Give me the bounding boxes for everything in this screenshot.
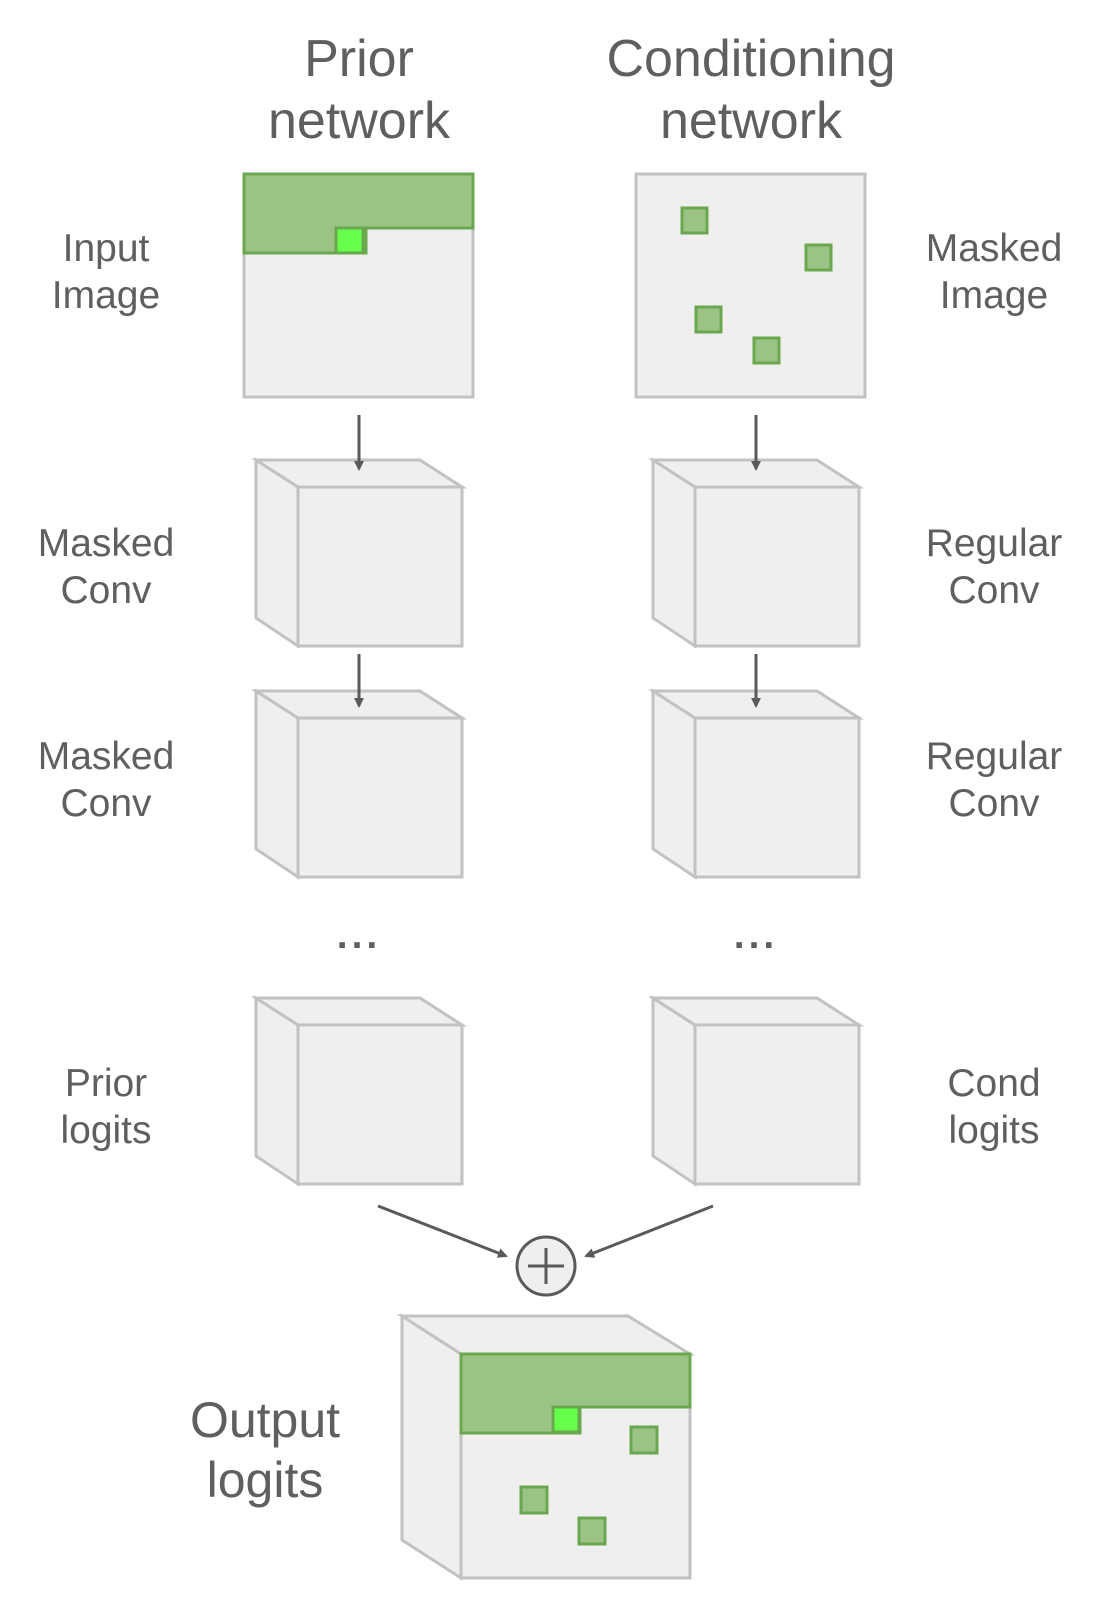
regular-conv-cube-2	[647, 688, 865, 880]
prior-ellipsis: ...	[336, 914, 382, 957]
regular-conv-cube-1	[647, 457, 865, 649]
regular-conv-label-1: Regular Conv	[925, 522, 1063, 612]
masked-region	[242, 172, 475, 255]
observed-pixel	[752, 336, 781, 365]
prior-network-title: Prior network	[267, 30, 451, 150]
masked-conv-label-1: Masked Conv	[37, 522, 175, 612]
output-current-pixel	[551, 1405, 581, 1434]
conditioning-ellipsis: ...	[733, 914, 779, 957]
regular-conv-label-2: Regular Conv	[925, 735, 1063, 825]
cond-logits-cube	[647, 995, 865, 1187]
output-logits-label: Output logits	[189, 1392, 341, 1508]
prior-logits-label: Prior logits	[60, 1062, 152, 1152]
output-observed-pixel	[629, 1425, 659, 1455]
masked-conv-label-2: Masked Conv	[37, 735, 175, 825]
observed-pixel	[680, 206, 709, 235]
prior-logits-cube	[250, 995, 468, 1187]
masked-image-panel	[634, 172, 867, 399]
sum-operator	[515, 1235, 577, 1297]
conditioning-network-title: Conditioning network	[606, 30, 896, 150]
output-observed-pixel	[577, 1516, 607, 1546]
output-logits-cube	[396, 1313, 696, 1581]
input-image-label: Input Image	[51, 227, 161, 317]
observed-pixel	[804, 243, 833, 272]
input-image-panel	[242, 172, 475, 399]
cond-logits-label: Cond logits	[947, 1062, 1041, 1152]
current-pixel	[334, 226, 365, 255]
arrow-cond-to-sum	[584, 1204, 714, 1258]
masked-conv-cube-2	[250, 688, 468, 880]
masked-image-label: Masked Image	[925, 227, 1063, 317]
arrow-prior-to-sum	[377, 1204, 508, 1258]
output-observed-pixel	[519, 1485, 549, 1515]
masked-conv-cube-1	[250, 457, 468, 649]
observed-pixel	[694, 305, 723, 334]
